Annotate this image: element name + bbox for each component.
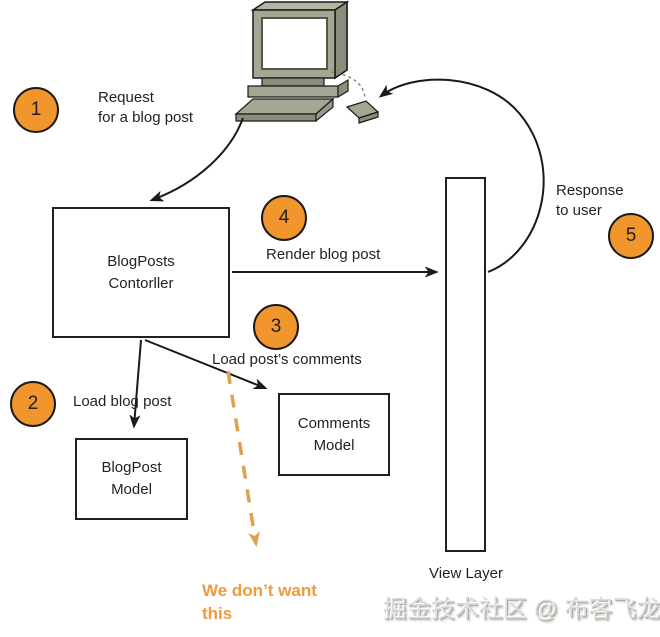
- unwanted-dashed-arrow: [226, 370, 261, 547]
- desktop-computer-icon: [234, 0, 380, 124]
- load-comments-label: Load post’s comments: [212, 351, 362, 368]
- step-circle-5: 5: [608, 213, 654, 259]
- request-arrow: [149, 117, 244, 202]
- response-arc-arrow: [378, 78, 545, 273]
- load-blogpost-label: Load blog post: [73, 393, 172, 410]
- comments-model-text: Comments Model: [297, 414, 371, 454]
- unwanted-note: We don’t want this: [202, 581, 317, 623]
- response-label: Response to user: [556, 182, 624, 219]
- step-number: 3: [270, 316, 282, 337]
- blogposts-controller-text: BlogPosts Contorller: [107, 252, 175, 292]
- step-circle-4: 4: [261, 195, 307, 241]
- blogposts-controller-box: BlogPosts Contorller: [52, 207, 230, 338]
- step-circle-3: 3: [253, 304, 299, 350]
- step-circle-2: 2: [10, 381, 56, 427]
- view-layer-label: View Layer: [429, 565, 503, 582]
- blogpost-model-box: BlogPost Model: [75, 438, 188, 520]
- render-label: Render blog post: [266, 246, 381, 263]
- view-layer-box: [445, 177, 486, 552]
- step-number: 4: [278, 207, 290, 228]
- step-circle-1: 1: [13, 87, 59, 133]
- step-number: 2: [27, 393, 39, 414]
- load-comments-arrow: [144, 339, 268, 390]
- comments-model-box: Comments Model: [278, 393, 390, 476]
- step-number: 5: [625, 225, 637, 246]
- watermark-text: 掘金技术社区 @ 布客飞龙: [383, 596, 660, 623]
- blogpost-model-text: BlogPost Model: [101, 459, 162, 498]
- step-number: 1: [30, 99, 42, 120]
- mouse-cable-dashed-line: [330, 71, 366, 100]
- request-label: Request for a blog post: [98, 89, 194, 126]
- load-blogpost-arrow: [129, 339, 142, 429]
